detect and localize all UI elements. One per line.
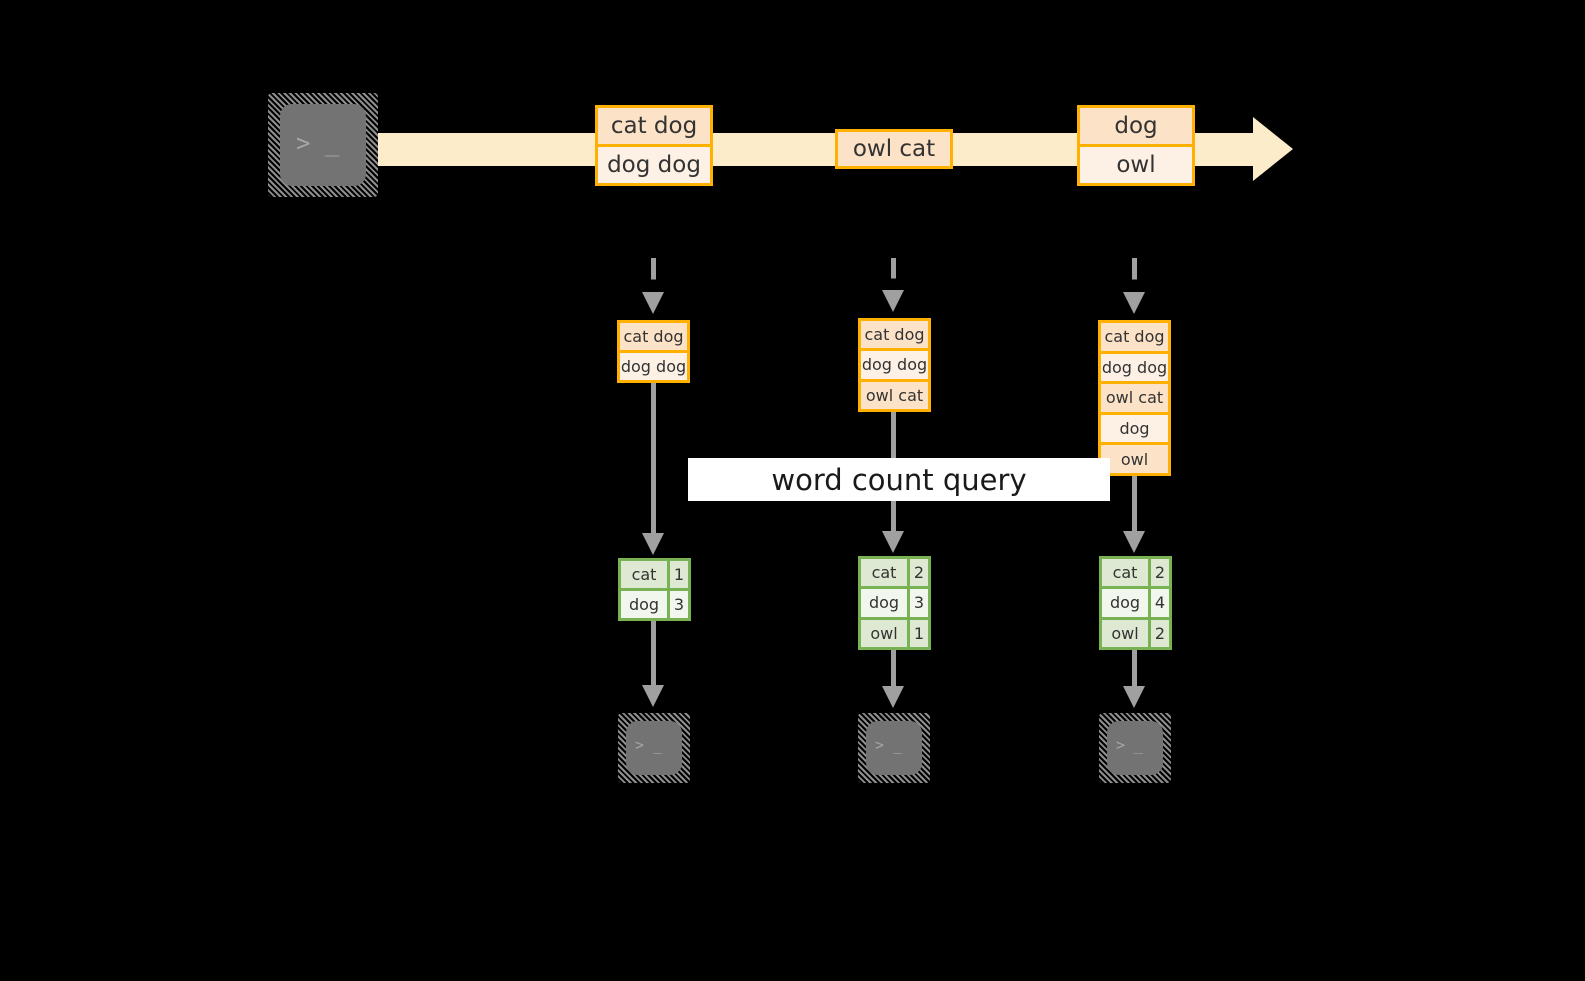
result-table-3-row-0: cat 2: [1102, 559, 1169, 587]
input-table-3-row-4: owl: [1101, 442, 1168, 473]
input-table-3[interactable]: cat dog dog dog owl cat dog owl: [1098, 320, 1171, 476]
stream-to-input-arrowhead-3: [1123, 292, 1145, 314]
stream-batch-3[interactable]: dog owl: [1077, 105, 1195, 186]
result-table-3-row-2-count: 2: [1148, 619, 1169, 647]
stream-batch-3-line-0: dog: [1080, 108, 1192, 144]
result-table-1-row-1: dog 3: [621, 588, 688, 618]
terminal-prompt-glyph: > _: [1116, 736, 1144, 754]
input-table-1-row-0: cat dog: [620, 323, 687, 350]
result-table-3-row-0-count: 2: [1148, 559, 1169, 587]
input-table-1-row-1: dog dog: [620, 350, 687, 380]
terminal-face: [1107, 721, 1163, 775]
input-table-2-row-1: dog dog: [861, 348, 928, 379]
result-table-3-row-2-word: owl: [1102, 619, 1148, 647]
input-to-result-arrowhead-1: [642, 533, 664, 555]
result-to-sink-connector-2: [891, 650, 896, 690]
input-to-result-connector-3: [1132, 476, 1137, 537]
result-table-2-row-2-count: 1: [907, 619, 928, 647]
stream-to-input-connector-3: [1132, 258, 1137, 294]
terminal-prompt-glyph: > _: [875, 736, 903, 754]
stream-to-input-connector-2: [891, 258, 896, 292]
stream-to-input-connector-1: [651, 258, 656, 294]
result-table-2-row-0: cat 2: [861, 559, 928, 587]
stream-batch-2-line-0: owl cat: [838, 132, 950, 166]
result-table-2-row-1-count: 3: [907, 589, 928, 617]
result-table-1-row-1-word: dog: [621, 591, 667, 618]
result-table-2[interactable]: cat 2 dog 3 owl 1: [858, 556, 931, 650]
terminal-face: [626, 721, 682, 775]
result-to-sink-arrowhead-1: [642, 685, 664, 707]
input-to-result-arrowhead-2: [882, 531, 904, 553]
input-table-3-row-1: dog dog: [1101, 350, 1168, 382]
result-table-3-row-0-word: cat: [1102, 559, 1148, 587]
terminal-prompt-glyph: > _: [635, 736, 663, 754]
input-to-result-connector-1: [651, 383, 656, 539]
result-table-3-row-1-word: dog: [1102, 589, 1148, 617]
result-table-3-row-1-count: 4: [1148, 589, 1169, 617]
sink-terminal-icon-1[interactable]: > _: [618, 713, 690, 783]
result-table-1-row-0-count: 1: [667, 561, 688, 588]
input-table-3-row-2: owl cat: [1101, 381, 1168, 412]
result-table-3-row-1: dog 4: [1102, 586, 1169, 617]
result-table-1-row-0: cat 1: [621, 561, 688, 588]
stream-batch-1-line-1: dog dog: [598, 144, 710, 183]
result-table-2-row-2: owl 1: [861, 616, 928, 647]
input-to-result-arrowhead-3: [1123, 531, 1145, 553]
source-terminal-icon[interactable]: > _: [268, 93, 378, 197]
stream-batch-2[interactable]: owl cat: [835, 129, 953, 169]
result-to-sink-connector-3: [1132, 650, 1137, 690]
result-to-sink-arrowhead-2: [882, 686, 904, 708]
input-table-3-row-0: cat dog: [1101, 323, 1168, 351]
input-table-1[interactable]: cat dog dog dog: [617, 320, 690, 383]
stream-batch-1-line-0: cat dog: [598, 108, 710, 144]
result-table-2-row-0-word: cat: [861, 559, 907, 587]
input-table-2-row-0: cat dog: [861, 321, 928, 349]
result-table-1-row-1-count: 3: [667, 591, 688, 618]
terminal-face: [866, 721, 922, 775]
stream-to-input-arrowhead-1: [642, 292, 664, 314]
result-table-1[interactable]: cat 1 dog 3: [618, 558, 691, 621]
result-table-2-row-0-count: 2: [907, 559, 928, 587]
input-table-3-row-3: dog: [1101, 411, 1168, 443]
result-table-3-row-2: owl 2: [1102, 616, 1169, 647]
result-to-sink-connector-1: [651, 621, 656, 689]
stream-to-input-arrowhead-2: [882, 290, 904, 312]
query-label-text: word count query: [771, 462, 1027, 497]
result-table-2-row-2-word: owl: [861, 619, 907, 647]
result-table-3[interactable]: cat 2 dog 4 owl 2: [1099, 556, 1172, 650]
stream-batch-1[interactable]: cat dog dog dog: [595, 105, 713, 186]
sink-terminal-icon-2[interactable]: > _: [858, 713, 930, 783]
stream-arrow-head: [1253, 117, 1293, 181]
sink-terminal-icon-3[interactable]: > _: [1099, 713, 1171, 783]
input-table-2-row-2: owl cat: [861, 378, 928, 409]
result-to-sink-arrowhead-3: [1123, 686, 1145, 708]
result-table-2-row-1: dog 3: [861, 586, 928, 617]
terminal-prompt-glyph: > _: [296, 129, 340, 157]
terminal-face: [280, 104, 366, 186]
result-table-2-row-1-word: dog: [861, 589, 907, 617]
query-label: word count query: [688, 458, 1110, 501]
result-table-1-row-0-word: cat: [621, 561, 667, 588]
stream-batch-3-line-1: owl: [1080, 144, 1192, 183]
input-table-2[interactable]: cat dog dog dog owl cat: [858, 318, 931, 412]
